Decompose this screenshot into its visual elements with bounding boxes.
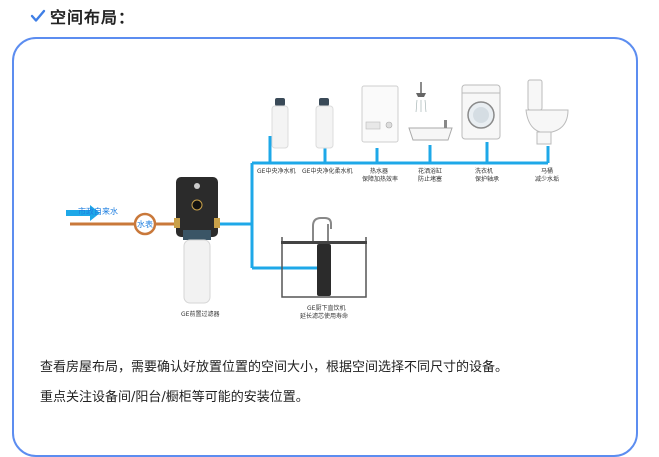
shower-bathtub-icon (408, 82, 453, 141)
device-label-5b: 保护轴承 (475, 175, 499, 183)
device-label-2a: GE中央净化柔水机 (302, 167, 352, 175)
inlet-label: 市政自来水 (78, 206, 118, 216)
prefilter-icon (174, 177, 220, 304)
description-line-1: 查看房屋布局，需要确认好放置位置的空间大小，根据空间选择不同尺寸的设备。 (40, 360, 509, 375)
under-sink-purifier-icon (281, 217, 367, 298)
section-title: 空间布局： (50, 8, 136, 27)
water-system-diagram: 市政自来水 水表 GE前置过滤器 GE厨下直饮机 延长滤芯使用寿命 (66, 79, 569, 320)
device-label-3a: 热水器 (370, 167, 388, 175)
device-label-4a: 花洒浴缸 (418, 167, 442, 175)
device-label-3b: 保障加热效率 (362, 175, 398, 183)
device-label-6b: 减少水垢 (535, 175, 559, 183)
central-softener-icon (315, 98, 334, 149)
pipe-network (215, 136, 550, 270)
meter-label: 水表 (137, 219, 153, 229)
washing-machine-icon (461, 84, 501, 140)
check-icon (30, 9, 46, 22)
under-sink-label-2: 延长滤芯使用寿命 (300, 312, 348, 320)
water-meter-icon (133, 212, 157, 236)
under-sink-label-1: GE厨下直饮机 (307, 304, 345, 312)
toilet-icon (525, 79, 569, 145)
section-heading: 空间布局： (30, 4, 135, 28)
device-label-5a: 洗衣机 (475, 167, 493, 175)
central-purifier-icon (271, 98, 289, 149)
device-label-1a: GE中央净水机 (257, 167, 295, 175)
device-label-4b: 防止堵塞 (418, 175, 442, 183)
water-heater-icon (361, 85, 399, 143)
inlet-arrow-icon (66, 205, 100, 221)
prefilter-label: GE前置过滤器 (181, 310, 219, 318)
description-line-2: 重点关注设备间/阳台/橱柜等可能的安装位置。 (40, 390, 309, 405)
device-label-6a: 马桶 (541, 167, 553, 175)
